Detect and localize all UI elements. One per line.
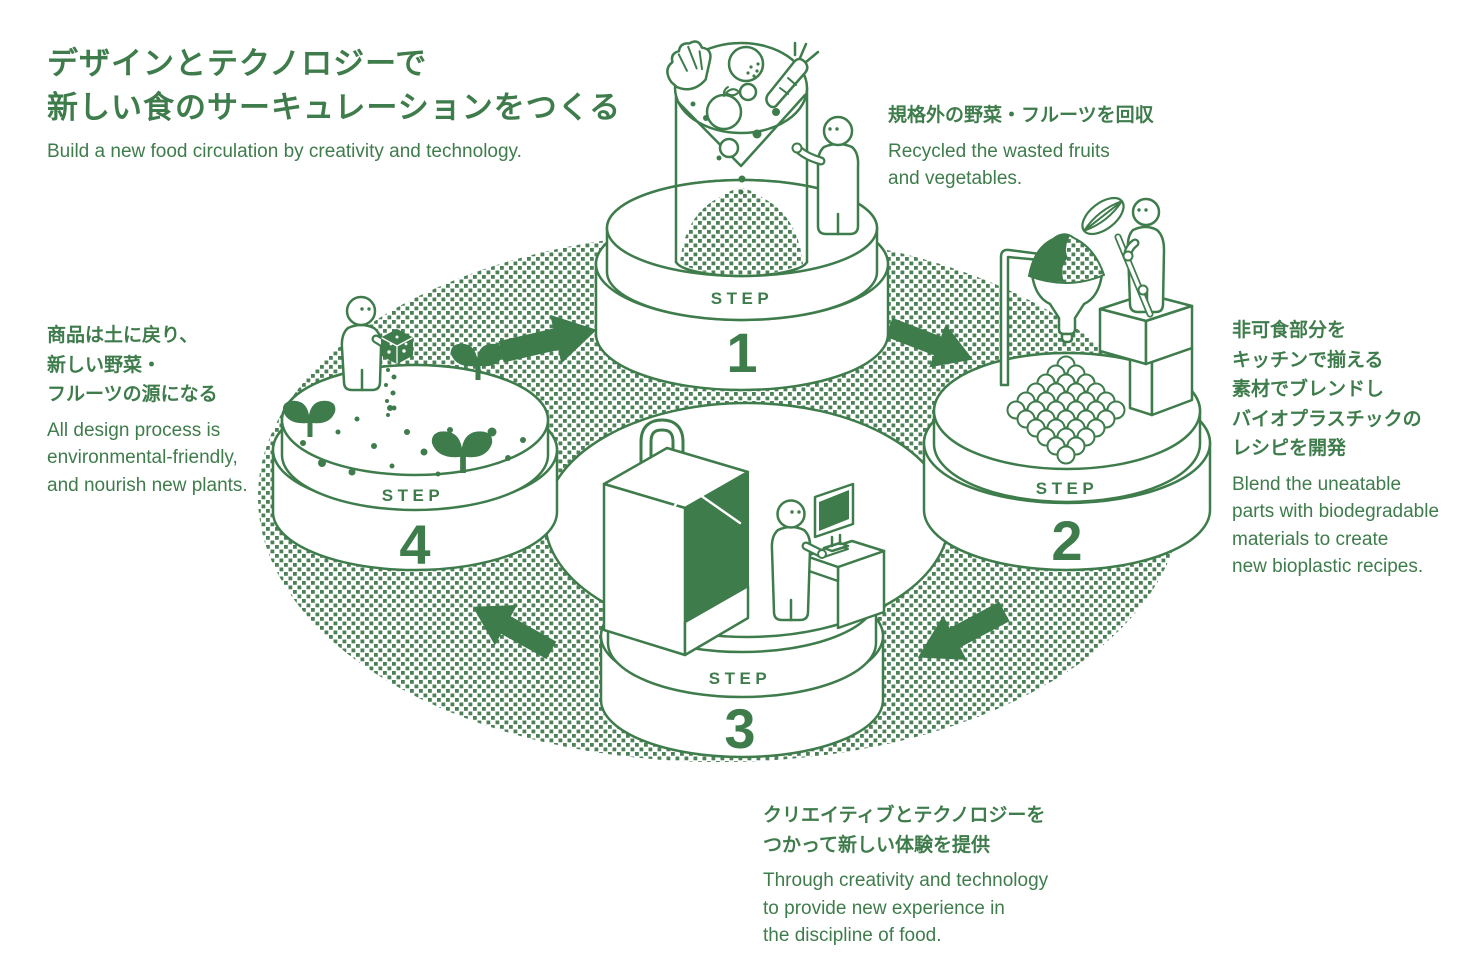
monitor-icon [813, 482, 855, 553]
step-2-note: 非可食部分を キッチンで揃える 素材でブレンドし バイオプラスチックの レシピを… [1232, 316, 1439, 581]
printed-cube-icon [653, 532, 683, 566]
apple-icon [705, 86, 743, 131]
step-number-2: 2 [1051, 509, 1082, 572]
arrow-icon-step2-to-step3 [917, 601, 1010, 660]
note-line: レシピを開発 [1232, 438, 1347, 459]
falling-seeds [384, 368, 397, 417]
note-line: parts with biodegradable [1232, 501, 1440, 522]
step-number-4: 4 [399, 513, 430, 576]
note-line: 非可食部分を [1232, 320, 1347, 341]
person-icon-step4-sower [340, 295, 413, 417]
stand-block-icon [1098, 292, 1194, 417]
note-line: バイオプラスチックの [1232, 408, 1422, 430]
sprout-icon [431, 431, 493, 473]
note-line: to provide new experience in [763, 897, 1005, 919]
whisk-icon [1081, 196, 1154, 318]
arrow-icon-step4-to-step1 [498, 314, 597, 364]
note-line: environmental-friendly, [47, 447, 238, 468]
step-1-note: 規格外の野菜・フルーツを回収 Recycled the wasted fruit… [888, 101, 1154, 193]
sprout-icon [450, 343, 504, 380]
page-subtitle-en: Build a new food circulation by creativi… [47, 141, 522, 162]
step-number-1: 1 [726, 321, 757, 384]
carrot-icon [765, 41, 820, 109]
orange-icon [727, 45, 765, 83]
note-line: Blend the uneatable [1232, 473, 1402, 495]
note-line: つかって新しい体験を提供 [763, 834, 991, 856]
step-label-2: STEP [1036, 479, 1098, 498]
printer-icon [602, 418, 750, 657]
step-number-3: 3 [724, 697, 755, 760]
note-line: new bioplastic recipes. [1232, 556, 1424, 577]
step-label-1: STEP [711, 289, 773, 308]
person-icon-step3-operator [770, 499, 827, 622]
note-line: フルーツの源になる [47, 384, 218, 405]
hopper-machine-icon [999, 233, 1106, 387]
banana-icon [666, 40, 712, 91]
arrow-icon-step1-to-step2 [885, 317, 973, 368]
note-line: 新しい野菜・ [47, 354, 162, 376]
step-label-4: STEP [382, 486, 444, 505]
seed-box-icon [381, 329, 413, 364]
step-4-note: 商品は土に戻り、 新しい野菜・ フルーツの源になる All design pro… [47, 321, 248, 499]
collector-funnel-icon [666, 40, 820, 278]
step-label-3: STEP [709, 669, 771, 688]
person-icon-step1 [791, 115, 860, 236]
note-line: All design process is [47, 419, 221, 441]
note-line: クリエイティブとテクノロジーを [763, 805, 1046, 826]
bioplastic-pellet-pile-icon [1006, 355, 1126, 465]
note-line: キッチンで揃える [1232, 349, 1384, 371]
note-line: 商品は土に戻り、 [47, 325, 199, 346]
note-line: and vegetables. [888, 168, 1023, 189]
note-line: materials to create [1232, 528, 1389, 550]
note-line: 規格外の野菜・フルーツを回収 [888, 105, 1154, 126]
note-line: and nourish new plants. [47, 474, 248, 496]
note-line: the discipline of food. [763, 925, 942, 946]
note-line: Recycled the wasted fruits [888, 140, 1110, 162]
page-title-jp-line1: デザインとテクノロジーで [47, 46, 428, 81]
note-line: Through creativity and technology [763, 870, 1049, 891]
page-header: デザインとテクノロジーで 新しい食のサーキュレーションをつくる Build a … [47, 42, 621, 163]
note-line: 素材でブレンドし [1232, 379, 1385, 400]
page-title-jp-line2: 新しい食のサーキュレーションをつくる [47, 90, 622, 125]
computer-desk-icon [804, 482, 886, 630]
person-icon-step2-whisk [1081, 196, 1166, 318]
step-3-note: クリエイティブとテクノロジーを つかって新しい体験を提供 Through cre… [763, 801, 1048, 950]
sprout-icon [282, 400, 336, 437]
arrow-icon-step3-to-step4 [472, 605, 557, 660]
